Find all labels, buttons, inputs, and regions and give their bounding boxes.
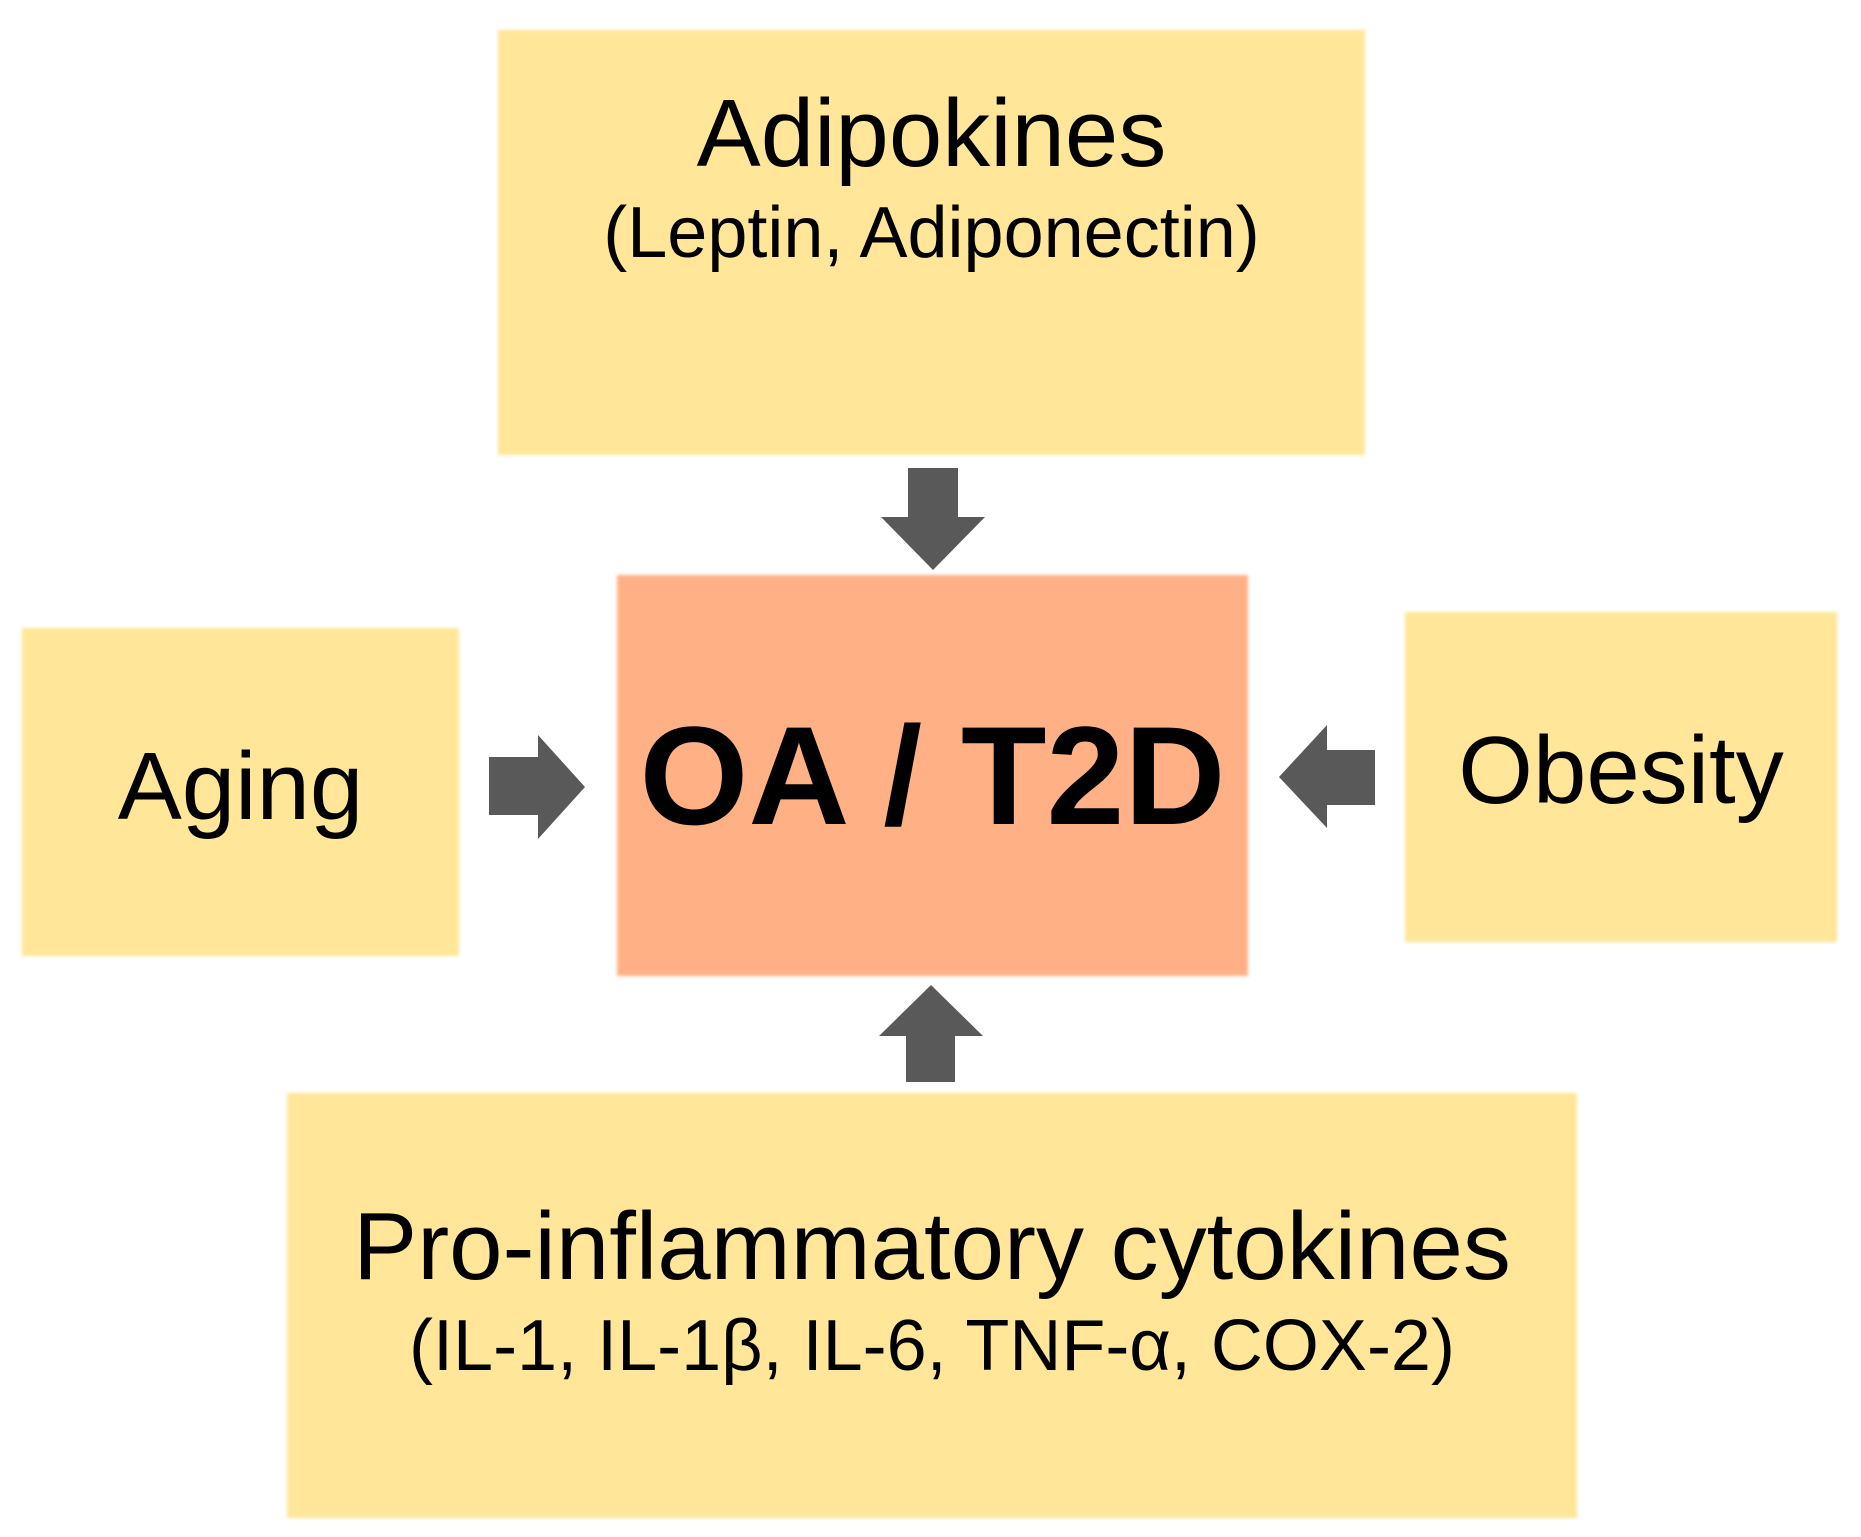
cytokines-box-bg [287,1093,1577,1518]
arrow-down-icon [881,468,985,570]
center-box: OA / T2D [617,575,1248,976]
obesity-title: Obesity [1458,716,1784,824]
adipokines-box: Adipokines (Leptin, Adiponectin) [498,30,1365,455]
obesity-box: Obesity [1405,612,1837,942]
obesity-box-bg [1405,612,1837,942]
adipokines-subtitle: (Leptin, Adiponectin) [603,192,1260,273]
adipokines-box-bg [498,30,1365,455]
adipokines-title: Adipokines [696,80,1167,188]
aging-box: Aging [22,628,459,956]
cytokines-box: Pro-inflammatory cytokines (IL-1, IL-1β,… [287,1093,1577,1518]
aging-box-bg [22,628,459,956]
arrow-left-icon [1279,725,1375,828]
cytokines-subtitle: (IL-1, IL-1β, IL-6, TNF-α, COX-2) [409,1305,1455,1386]
center-label: OA / T2D [639,696,1226,854]
cytokines-title: Pro-inflammatory cytokines [353,1193,1511,1301]
arrow-right-icon [489,735,585,839]
aging-title: Aging [117,732,364,840]
center-box-bg [617,575,1248,976]
arrow-up-icon [879,985,983,1082]
